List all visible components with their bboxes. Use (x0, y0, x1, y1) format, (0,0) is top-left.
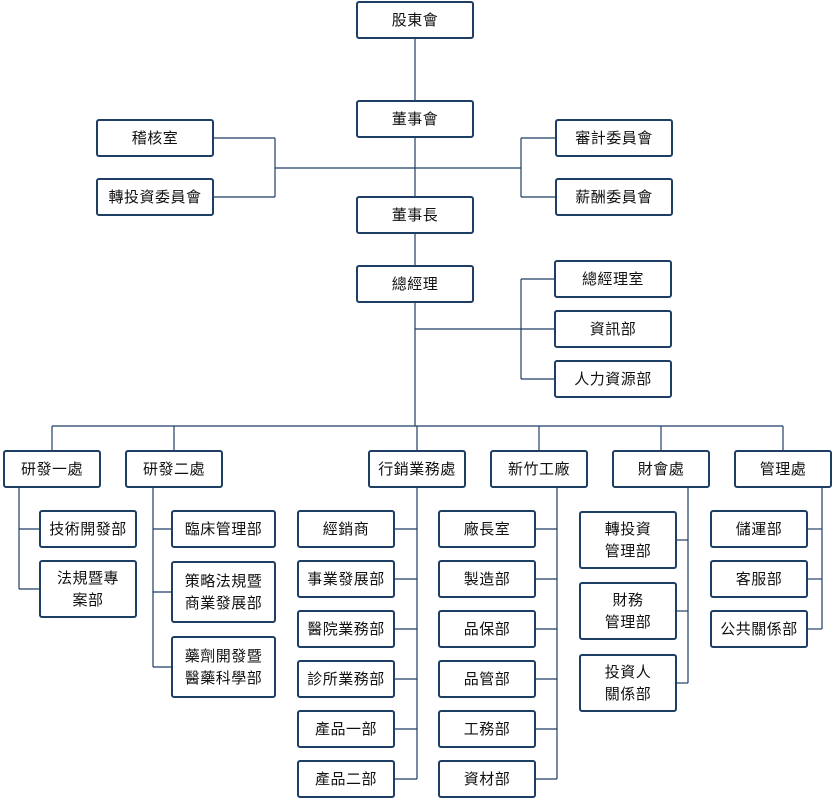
node-qa: 品保部 (438, 610, 536, 648)
node-hr-dept: 人力資源部 (554, 360, 672, 398)
node-hospital-sales: 醫院業務部 (297, 610, 395, 648)
node-rd2: 研發二處 (125, 450, 223, 488)
node-legal-patent: 法規暨專 案部 (39, 560, 137, 618)
node-audit-committee: 審計委員會 (555, 119, 673, 157)
node-product2: 產品二部 (297, 760, 395, 798)
node-management: 管理處 (734, 450, 832, 488)
node-product1: 產品一部 (297, 710, 395, 748)
node-board: 董事會 (356, 100, 474, 138)
node-rd1: 研發一處 (3, 450, 101, 488)
node-pharma: 藥劑開發暨 醫藥科學部 (171, 636, 276, 698)
node-engineering: 工務部 (438, 710, 536, 748)
node-reinvest-committee: 轉投資委員會 (96, 178, 214, 216)
node-president: 總經理 (356, 265, 474, 303)
node-customer-service: 客服部 (710, 560, 808, 598)
node-chairman: 董事長 (356, 196, 474, 234)
node-manufacturing: 製造部 (438, 560, 536, 598)
node-materials: 資材部 (438, 760, 536, 798)
node-clinical: 臨床管理部 (171, 510, 276, 548)
node-president-office: 總經理室 (554, 260, 672, 298)
node-distributor: 經銷商 (297, 510, 395, 548)
node-investor-relations: 投資人 關係部 (579, 654, 677, 712)
node-business-dev: 事業發展部 (297, 560, 395, 598)
node-tech-dev: 技術開發部 (39, 510, 137, 548)
node-shareholders: 股東會 (356, 1, 474, 39)
node-remuneration-committee: 薪酬委員會 (555, 178, 673, 216)
node-clinic-sales: 診所業務部 (297, 660, 395, 698)
node-audit-office: 稽核室 (96, 119, 214, 157)
node-financial-mgmt: 財務 管理部 (579, 582, 677, 640)
node-logistics: 儲運部 (710, 510, 808, 548)
node-reinvest-mgmt: 轉投資 管理部 (579, 511, 677, 569)
node-it-dept: 資訊部 (554, 310, 672, 348)
node-strategy: 策略法規暨 商業發展部 (171, 561, 276, 623)
node-finance: 財會處 (612, 450, 710, 488)
node-hsinchu-plant: 新竹工廠 (490, 450, 588, 488)
node-qc: 品管部 (438, 660, 536, 698)
node-marketing: 行銷業務處 (368, 450, 466, 488)
node-public-relations: 公共關係部 (710, 610, 808, 648)
node-plant-manager: 廠長室 (438, 510, 536, 548)
